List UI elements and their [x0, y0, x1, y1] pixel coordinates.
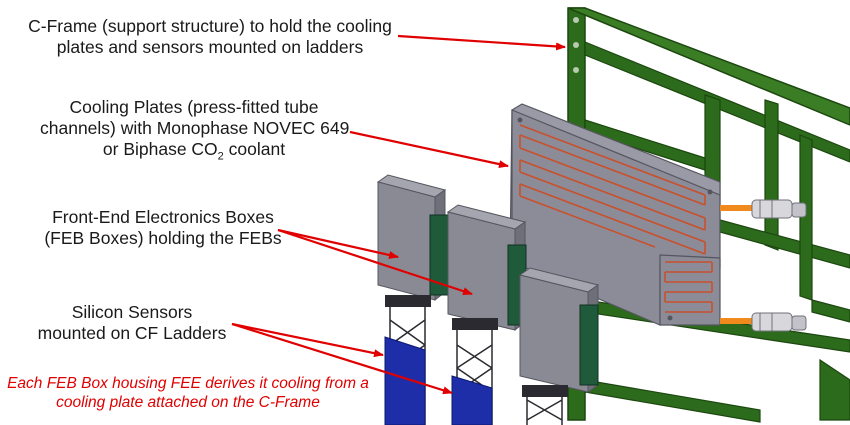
- cframe-label: C-Frame (support structure) to hold the …: [14, 16, 406, 58]
- feb-label-line2: (FEB Boxes) holding the FEBs: [44, 228, 282, 248]
- cooling-label-line3-prefix: or Biphase CO: [102, 139, 218, 159]
- cooling-plates-label: Cooling Plates (press-fitted tube channe…: [40, 97, 350, 163]
- silicon-sensor-1: [384, 336, 426, 425]
- feb-box-2: [446, 204, 527, 332]
- feb-box-3: [518, 267, 600, 393]
- callout-arrows: [231, 34, 566, 395]
- cf-ladder-3: [522, 385, 568, 425]
- cframe-label-line1: C-Frame (support structure) to hold the …: [28, 16, 392, 36]
- sensors-label-line1: Silicon Sensors: [71, 302, 193, 322]
- feb-box-1: [376, 174, 449, 302]
- cooling-label-line2: channels) with Monophase NOVEC 649: [40, 118, 350, 138]
- cframe-label-line2: plates and sensors mounted on ladders: [56, 37, 364, 57]
- sensors-label-line2: mounted on CF Ladders: [37, 323, 227, 343]
- silicon-sensor-2: [451, 375, 493, 425]
- note-line2: cooling plate attached on the C-Frame: [56, 394, 320, 411]
- cooling-label-line3: or Biphase CO2 coolant: [40, 139, 348, 163]
- cooling-label-line3-suffix: coolant: [223, 139, 286, 159]
- cooling-label-line3-sub: 2: [217, 150, 224, 163]
- feb-label-line1: Front-End Electronics Boxes: [52, 207, 274, 227]
- silicon-sensors-label: Silicon Sensors mounted on CF Ladders: [30, 302, 234, 344]
- feb-boxes-label: Front-End Electronics Boxes (FEB Boxes) …: [32, 207, 294, 249]
- note-line1: Each FEB Box housing FEE derives it cool…: [7, 375, 369, 392]
- coolant-connector-bottom: [720, 312, 807, 332]
- cooling-plate: [509, 103, 721, 326]
- coolant-connector-top: [720, 199, 807, 219]
- cooling-label-line1: Cooling Plates (press-fitted tube: [69, 97, 319, 117]
- cooling-note: Each FEB Box housing FEE derives it cool…: [6, 374, 370, 412]
